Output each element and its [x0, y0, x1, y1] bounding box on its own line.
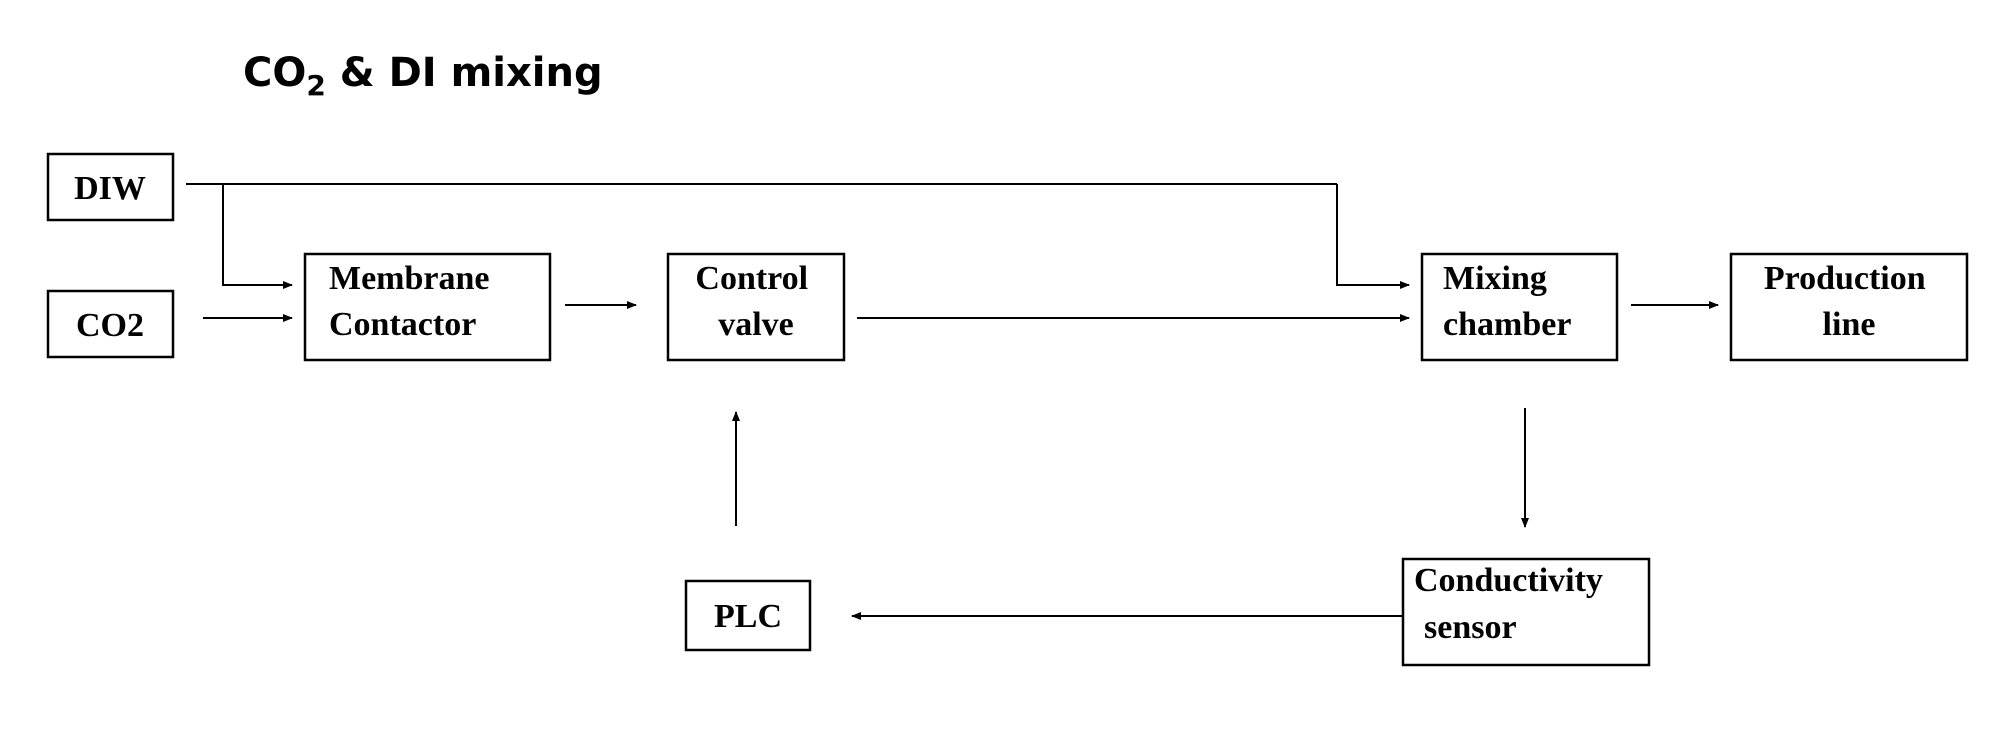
diagram-title: CO2 & DI mixing [243, 50, 603, 102]
node-production-label: Production line [1764, 260, 1934, 343]
title-prefix: CO [243, 50, 306, 96]
node-membrane-contactor: Membrane Contactor [303, 252, 552, 362]
node-mixing-line1: Mixing [1443, 260, 1547, 297]
node-control-line1: Control [695, 260, 808, 297]
node-co2-box [46, 289, 175, 359]
node-mixing-box [1420, 252, 1619, 362]
node-conductivity-line2: sensor [1424, 609, 1517, 646]
node-conductivity-sensor: Conductivity sensor [1401, 557, 1651, 667]
node-plc-label: PLC [714, 598, 782, 635]
node-production-line2: line [1823, 306, 1876, 343]
node-production-box [1729, 252, 1969, 362]
node-co2-label: CO2 [76, 307, 144, 344]
title-subscript: 2 [306, 69, 325, 102]
node-mixing-label: Mixing chamber [1443, 260, 1571, 343]
node-diw-label: DIW [74, 170, 146, 207]
node-membrane-label: Membrane Contactor [329, 260, 498, 343]
node-conductivity-label: Conductivity sensor [1414, 562, 1611, 646]
node-mixing-line2: chamber [1443, 306, 1571, 343]
node-membrane-line1: Membrane [329, 260, 490, 297]
node-control-line2: valve [718, 306, 794, 343]
node-diw: DIW [46, 152, 175, 222]
arrow-diw-to-mixing [1336, 184, 1410, 289]
node-conductivity-box [1401, 557, 1651, 667]
arrow-diw-to-membrane [222, 184, 293, 289]
node-plc-box [684, 579, 812, 652]
node-membrane-line2: Contactor [329, 306, 476, 343]
node-production-line: Production line [1729, 252, 1969, 362]
node-control-box [666, 252, 846, 362]
node-diw-box [46, 152, 175, 222]
node-co2: CO2 [46, 289, 175, 359]
node-membrane-box [303, 252, 552, 362]
node-plc: PLC [684, 579, 812, 652]
node-production-line1: Production [1764, 260, 1926, 297]
node-conductivity-line1: Conductivity [1414, 562, 1603, 599]
title-suffix: & DI mixing [326, 50, 603, 96]
node-control-valve: Control valve [666, 252, 846, 362]
node-mixing-chamber: Mixing chamber [1420, 252, 1619, 362]
node-control-label: Control valve [695, 260, 816, 343]
